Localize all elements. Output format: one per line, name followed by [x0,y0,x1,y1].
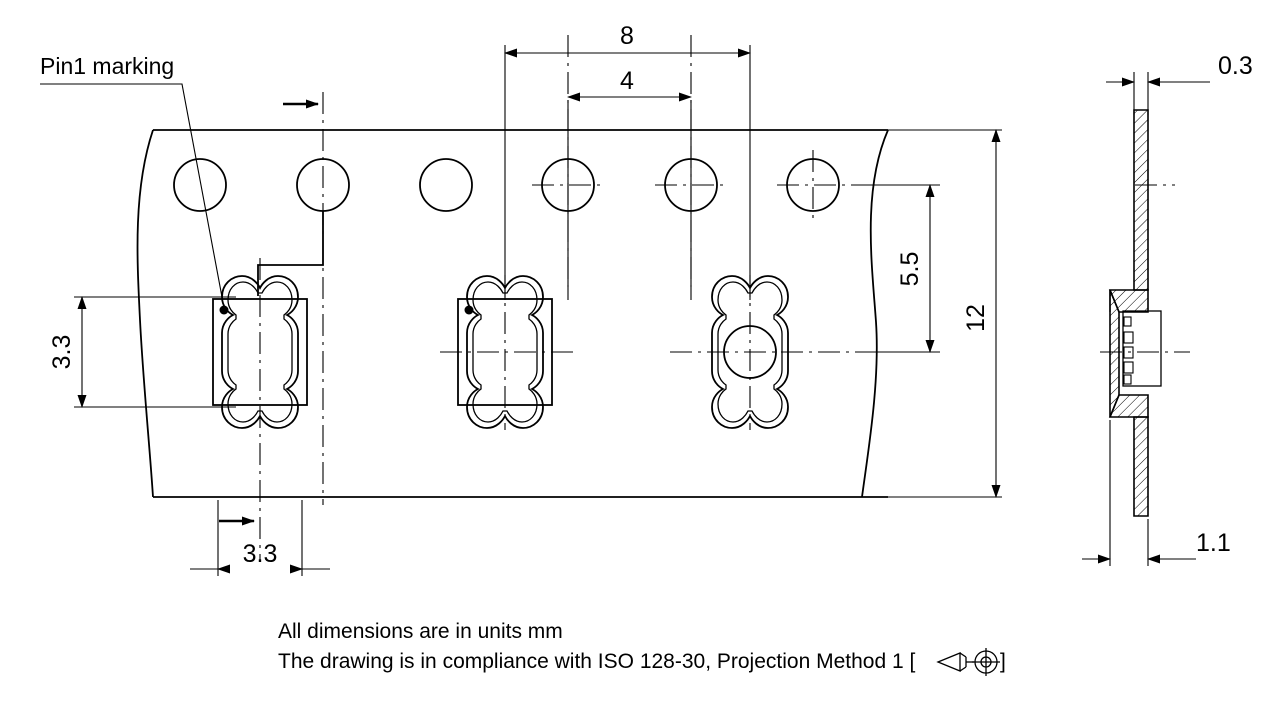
dimension-depth-1p1: 1.1 [1082,529,1231,564]
sprocket-hole-row [173,158,840,212]
break-line-right [861,129,889,498]
dimension-12-value: 12 [962,304,990,332]
dimension-pitch-8: 8 [504,22,751,300]
break-line-left [136,129,154,498]
notes-block: All dimensions are in units mm The drawi… [278,620,1006,676]
pin1-dot [464,305,474,315]
dimension-1p1-value: 1.1 [1196,529,1231,557]
dimension-tape-width-12: 12 [860,129,1002,498]
pocket-cavity [1122,310,1162,387]
component-leads [1123,316,1134,385]
dimension-5p5: 5.5 [860,184,940,353]
note-bracket-close: ] [1000,650,1006,673]
note-units: All dimensions are in units mm [278,620,563,643]
projection-circles-icon [972,648,1000,676]
pocket-1-corner-leader [257,211,324,296]
tape-body-outline [136,129,889,498]
dimension-3p3-horizontal-value: 3.3 [243,540,278,568]
dimension-pitch-4: 4 [567,67,692,300]
sprocket-hole [173,158,227,212]
note-projection: The drawing is in compliance with ISO 12… [278,650,915,673]
dimension-0p3-value: 0.3 [1218,52,1253,80]
sprocket-centerlines [322,35,935,505]
pocket-1 [212,258,308,560]
projection-symbol [936,648,1000,676]
pin1-dot [219,305,229,315]
dimension-pocket-height-3p3: 3.3 [48,296,236,408]
dimension-pocket-width-3p3: 3.3 [190,500,330,576]
dimension-3p3-vertical-value: 3.3 [48,335,76,370]
tape-wall-upper [1133,109,1149,291]
pin1-marking-label: Pin1 marking [40,53,174,79]
pocket-2 [440,275,575,430]
pin1-leader [40,83,223,298]
sprocket-hole [419,158,473,212]
pocket-3 [670,275,935,430]
top-view: Pin1 marking 8 [40,22,1002,576]
dimension-thickness-0p3: 0.3 [1106,52,1253,87]
dimension-5p5-value: 5.5 [896,252,924,287]
projection-cone-icon [936,652,974,672]
dimension-8-value: 8 [620,22,634,50]
tape-wall-lower [1133,416,1149,517]
side-view: 0.3 1.1 [1082,52,1253,566]
dimension-4-value: 4 [620,67,634,95]
